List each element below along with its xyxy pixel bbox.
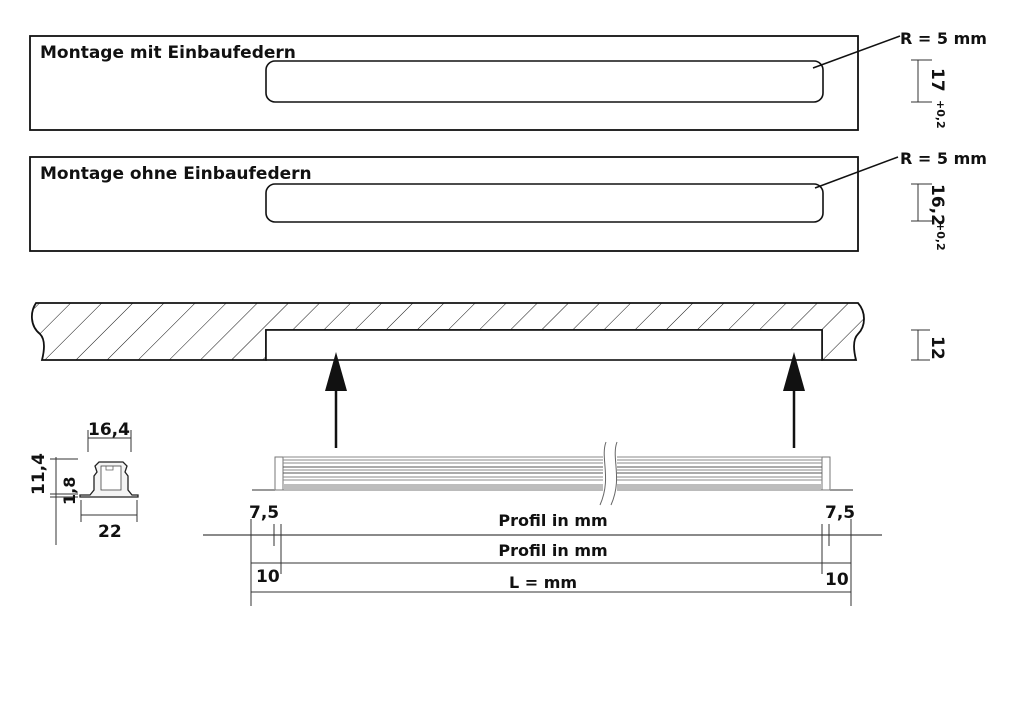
right-offset-top: 7,5 <box>825 503 855 523</box>
left-offset-top: 7,5 <box>249 503 279 523</box>
height-tolerance: +0,2 <box>934 222 947 251</box>
width-bottom-value: 22 <box>98 522 122 542</box>
groove <box>265 329 823 361</box>
total-length-label: L = mm <box>509 573 577 592</box>
cutout-slot <box>265 183 824 223</box>
insertion-arrow-left <box>325 352 347 448</box>
length-dimension-chain: 7,5 7,5 10 10 Profil in mm Profil in mm … <box>203 503 882 606</box>
profile-ribs <box>283 456 822 491</box>
height-dimension: 16,2 +0,2 <box>911 183 947 251</box>
right-offset-bottom: 10 <box>825 570 849 590</box>
height-value: 17 <box>927 68 947 92</box>
height-value: 16,2 <box>927 184 947 226</box>
profile-length-label-2: Profil in mm <box>498 541 607 560</box>
depth-value: 12 <box>927 336 947 360</box>
left-offset-bottom: 10 <box>256 567 280 587</box>
insertion-arrow-right <box>783 352 805 448</box>
radius-label: R = 5 mm <box>900 29 987 48</box>
cutout-with-springs-panel: Montage mit Einbaufedern R = 5 mm 17 +0,… <box>29 29 987 131</box>
flange-height-value: 1,8 <box>60 477 79 505</box>
profile-cross-section: 16,4 22 11,4 1,8 <box>29 420 139 545</box>
cutout-slot <box>265 60 824 103</box>
board-section-view: 12 <box>31 302 947 361</box>
profile-channel <box>100 465 122 491</box>
cutout-without-springs-panel: Montage ohne Einbaufedern R = 5 mm 16,2 … <box>29 149 987 252</box>
panel-outline <box>29 35 859 131</box>
radius-label: R = 5 mm <box>900 149 987 168</box>
arrow-up-icon <box>783 352 805 391</box>
profile-side-view <box>252 441 853 506</box>
panel-title: Montage mit Einbaufedern <box>40 43 296 63</box>
width-top-value: 16,4 <box>88 420 130 440</box>
depth-dimension: 12 <box>911 329 947 361</box>
radius-leader-line <box>814 156 899 189</box>
panel-outline <box>29 156 859 252</box>
height-total-value: 11,4 <box>29 453 49 495</box>
height-dimension: 17 +0,2 <box>911 59 947 129</box>
led-strip-slot <box>105 466 114 471</box>
end-cap-left <box>274 456 284 491</box>
profile-length-label-1: Profil in mm <box>498 511 607 530</box>
radius-leader-line <box>812 35 901 69</box>
end-cap-right <box>821 456 831 491</box>
height-tolerance: +0,2 <box>934 100 947 129</box>
panel-title: Montage ohne Einbaufedern <box>40 164 312 184</box>
break-symbol <box>599 441 618 506</box>
arrow-up-icon <box>325 352 347 391</box>
